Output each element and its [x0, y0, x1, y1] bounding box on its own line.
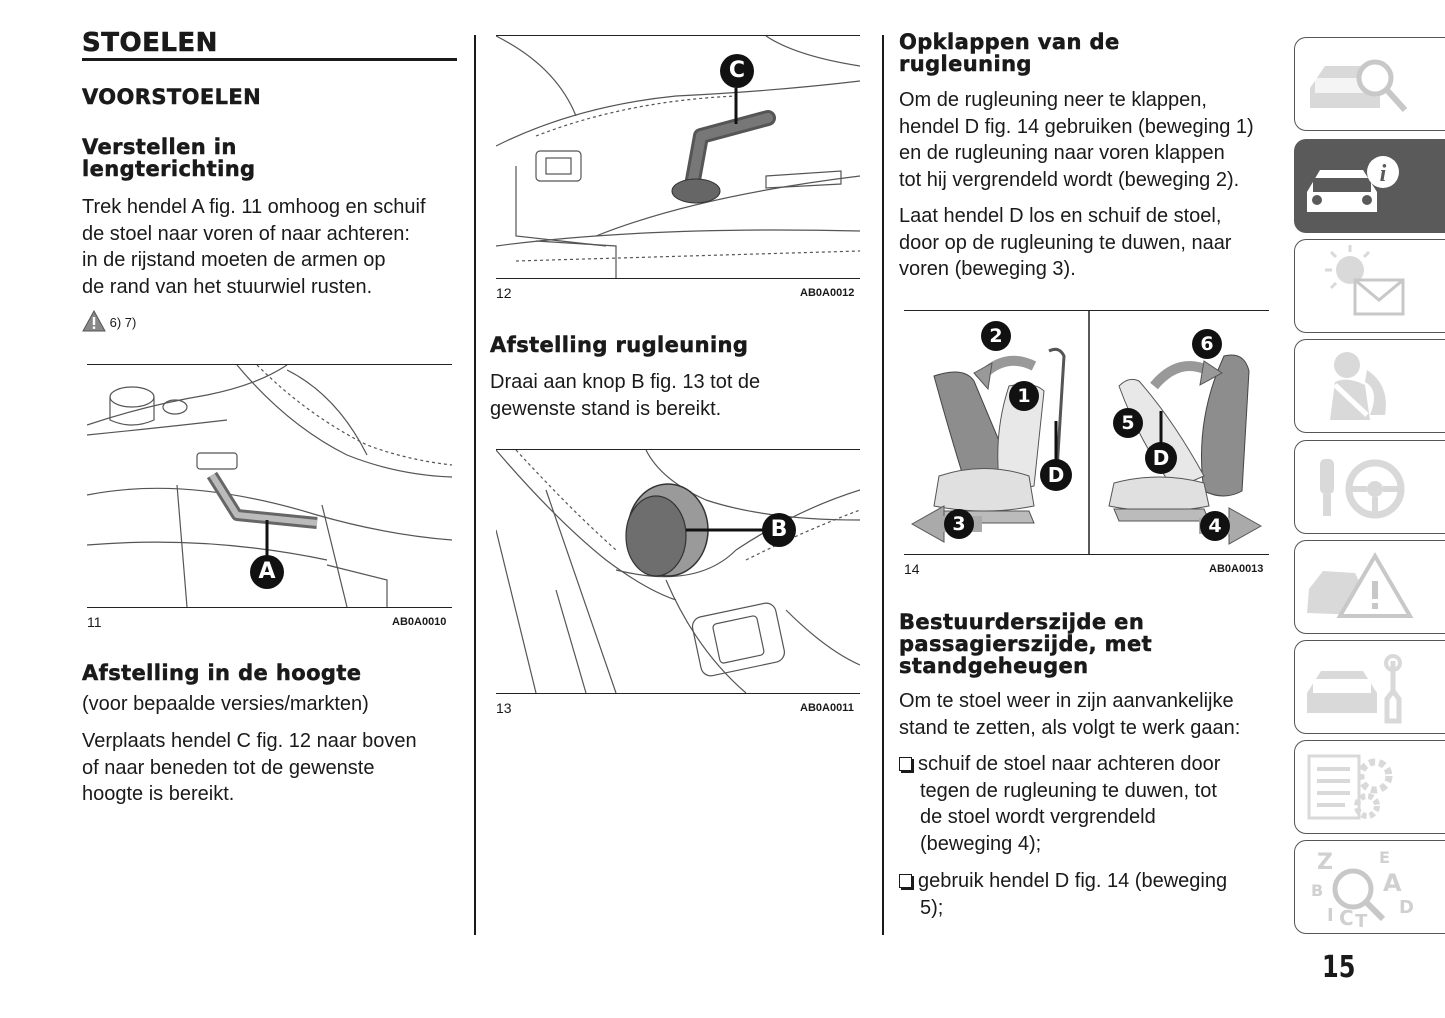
column-divider — [474, 35, 476, 935]
index-letter: B — [1311, 881, 1323, 900]
figure-number: 12 — [496, 285, 512, 301]
figure-code: AB0A0012 — [800, 287, 855, 299]
tab-maintenance[interactable] — [1294, 640, 1445, 734]
warning-icon — [82, 309, 106, 332]
index-letter: E — [1379, 848, 1390, 867]
seat-fold-illustration — [910, 311, 1263, 554]
figure-number: 13 — [496, 700, 512, 716]
callout-3: 3 — [944, 509, 974, 539]
tab-safety[interactable] — [1294, 339, 1445, 433]
callout-b: B — [762, 513, 796, 547]
figure-14: 2 1 D 3 6 5 D 4 — [904, 310, 1269, 555]
tab-warning-lights[interactable] — [1294, 239, 1445, 333]
car-search-icon — [1310, 59, 1408, 113]
tab-index[interactable]: Z E B A C T D I — [1294, 840, 1445, 934]
index-letter: C — [1339, 906, 1354, 930]
figure-code: AB0A0011 — [800, 702, 854, 714]
section-text: Om te stoel weer in zijn aanvankelijke s… — [899, 690, 1241, 739]
airbag-seatbelt-icon — [1330, 352, 1386, 420]
backrest-knob-illustration — [496, 450, 860, 693]
section-heading: Verstellen in lengterichting — [82, 135, 256, 181]
key-steering-wheel-icon — [1320, 459, 1405, 519]
car-info-icon: i — [1307, 156, 1399, 212]
callout-a: A — [250, 555, 284, 589]
car-maintenance-icon — [1307, 654, 1402, 724]
seat-height-lever-illustration — [496, 36, 860, 278]
section-heading: Afstelling in de hoogte — [82, 661, 362, 685]
warning-reference: 6) 7) — [82, 309, 136, 332]
callout-d: D — [1040, 459, 1072, 491]
seat-lever-illustration — [87, 365, 452, 607]
section-heading: Bestuurderszijde en passagierszijde, met… — [899, 610, 1153, 678]
index-letter: T — [1355, 911, 1368, 932]
section-text: Verplaats hendel C fig. 12 naar boven of… — [82, 730, 417, 805]
column-divider — [882, 35, 884, 935]
section-text: Laat hendel D los en schuif de stoel, do… — [899, 205, 1232, 280]
callout-1: 1 — [1009, 381, 1039, 411]
callout-5: 5 — [1113, 408, 1143, 438]
callout-4: 4 — [1200, 511, 1230, 541]
tab-driving[interactable] — [1294, 440, 1445, 534]
subsection-title: VOORSTOELEN — [82, 85, 262, 109]
title-rule — [82, 58, 457, 61]
section-text: Trek hendel A fig. 11 omhoog en schuif d… — [82, 196, 426, 298]
callout-2: 2 — [981, 321, 1011, 351]
section-text: Draai aan knop B fig. 13 tot de gewenste… — [490, 371, 761, 420]
page-title: STOELEN — [82, 28, 218, 59]
index-alphabet-icon: Z E B A C T D I — [1311, 848, 1414, 932]
index-letter: I — [1327, 905, 1334, 926]
warning-light-message-icon — [1325, 245, 1405, 316]
list-item: gebruik hendel D fig. 14 (beweging 5); — [899, 868, 1227, 921]
index-letter: Z — [1317, 850, 1333, 875]
index-letter: A — [1383, 869, 1402, 897]
figure-code: AB0A0010 — [392, 616, 447, 628]
tab-specifications[interactable] — [1294, 740, 1445, 834]
figure-11: A — [87, 364, 452, 608]
callout-6: 6 — [1192, 329, 1222, 359]
figure-code: AB0A0013 — [1209, 563, 1264, 575]
callout-c: C — [720, 54, 754, 88]
list-item: schuif de stoel naar achteren door tegen… — [899, 751, 1220, 857]
specifications-gear-icon — [1307, 754, 1393, 820]
index-letter: D — [1399, 897, 1414, 918]
tab-emergency[interactable] — [1294, 540, 1445, 634]
figure-number: 11 — [87, 614, 102, 630]
tab-car-info[interactable]: i — [1294, 139, 1445, 233]
checkbox-bullet-icon — [899, 874, 912, 888]
car-emergency-icon — [1307, 552, 1414, 618]
callout-d: D — [1145, 442, 1177, 474]
figure-number: 14 — [904, 561, 920, 577]
figure-13: B — [496, 449, 860, 694]
tab-car-search[interactable] — [1294, 37, 1445, 131]
checkbox-bullet-icon — [899, 757, 912, 771]
section-text: Om de rugleuning neer te klappen, hendel… — [899, 89, 1254, 191]
section-note: (voor bepaalde versies/markten) — [82, 693, 369, 715]
page-number: 15 — [1322, 950, 1356, 985]
section-heading: Opklappen van de rugleuning — [899, 30, 1120, 76]
figure-12: C — [496, 35, 860, 279]
section-heading: Afstelling rugleuning — [490, 333, 749, 357]
svg-text:i: i — [1380, 161, 1387, 187]
